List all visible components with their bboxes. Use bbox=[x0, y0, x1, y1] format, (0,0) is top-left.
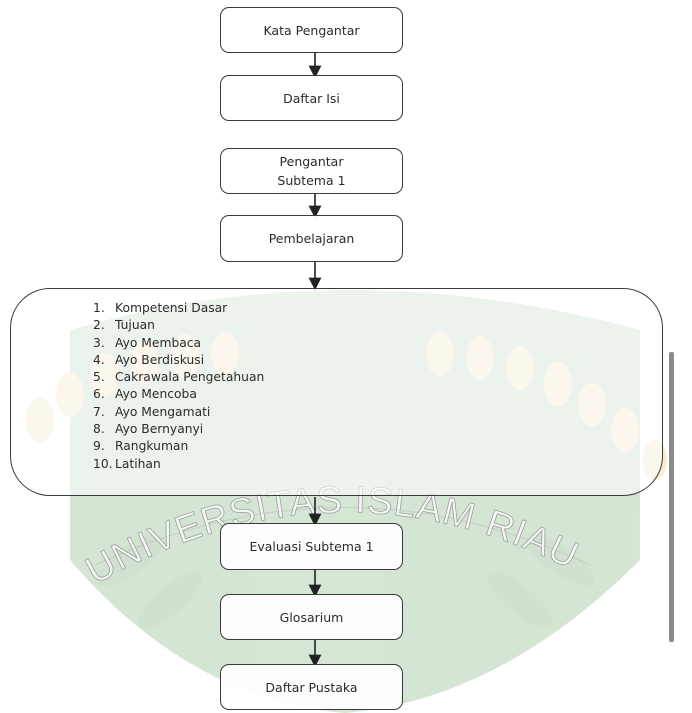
glosarium-box: Glosarium bbox=[220, 594, 403, 640]
pengantar-label-line1: Pengantar bbox=[279, 154, 344, 169]
list-item-number: 10. bbox=[93, 456, 113, 471]
evaluasi-subtema-box: Evaluasi Subtema 1 bbox=[220, 523, 403, 570]
list-item-label: Ayo Membaca bbox=[115, 335, 202, 350]
evaluasi-label: Evaluasi Subtema 1 bbox=[249, 539, 374, 554]
pengantar-subtema-box: Pengantar Subtema 1 bbox=[220, 148, 403, 194]
list-item: 10.Latihan bbox=[93, 456, 264, 473]
pembelajaran-box: Pembelajaran bbox=[220, 215, 403, 262]
glosarium-label: Glosarium bbox=[279, 609, 344, 625]
list-item-label: Ayo Bernyanyi bbox=[115, 422, 204, 437]
list-item-number: 7. bbox=[93, 404, 105, 419]
daftar-pustaka-label: Daftar Pustaka bbox=[265, 679, 358, 695]
list-item: 1. Kompetensi Dasar bbox=[93, 300, 264, 317]
kata-pengantar-label: Kata Pengantar bbox=[263, 22, 360, 38]
list-item-label: Tujuan bbox=[115, 318, 155, 333]
list-item-label: Ayo Mengamati bbox=[115, 404, 211, 419]
list-item: 8. Ayo Bernyanyi bbox=[93, 421, 264, 438]
list-item-number: 9. bbox=[93, 439, 105, 454]
list-item-number: 6. bbox=[93, 387, 105, 402]
list-item: 6. Ayo Mencoba bbox=[93, 386, 264, 403]
list-item-number: 8. bbox=[93, 422, 105, 437]
list-item: 9. Rangkuman bbox=[93, 438, 264, 455]
list-item-number: 1. bbox=[93, 301, 105, 315]
list-item-label: Latihan bbox=[115, 456, 161, 471]
list-item-number: 5. bbox=[93, 370, 105, 385]
list-item-label: Cakrawala Pengetahuan bbox=[115, 370, 265, 385]
list-item-label: Kompetensi Dasar bbox=[115, 301, 228, 315]
scrollbar-track[interactable] bbox=[669, 352, 674, 642]
pembelajaran-label: Pembelajaran bbox=[268, 231, 355, 246]
list-item-number: 2. bbox=[93, 318, 105, 333]
list-item-label: Ayo Mencoba bbox=[115, 387, 197, 402]
list-item-number: 3. bbox=[93, 335, 105, 350]
list-item: 7. Ayo Mengamati bbox=[93, 404, 264, 421]
list-item-label: Ayo Berdiskusi bbox=[115, 352, 205, 367]
list-item: 4. Ayo Berdiskusi bbox=[93, 352, 264, 369]
list-item: 3. Ayo Membaca bbox=[93, 335, 264, 352]
pengantar-label-line2: Subtema 1 bbox=[277, 173, 346, 188]
list-item-label: Rangkuman bbox=[115, 439, 189, 454]
list-item-number: 4. bbox=[93, 352, 105, 367]
daftar-isi-label: Daftar Isi bbox=[283, 90, 340, 106]
daftar-isi-box: Daftar Isi bbox=[220, 75, 403, 121]
learning-activities-list: 1. Kompetensi Dasar 2. Tujuan 3. Ayo Membac… bbox=[93, 300, 264, 473]
list-item: 2. Tujuan bbox=[93, 317, 264, 334]
daftar-pustaka-box: Daftar Pustaka bbox=[220, 664, 403, 710]
learning-activities-box: 1. Kompetensi Dasar 2. Tujuan 3. Ayo Membac… bbox=[10, 288, 663, 496]
kata-pengantar-box: Kata Pengantar bbox=[220, 7, 403, 53]
list-item: 5. Cakrawala Pengetahuan bbox=[93, 369, 264, 386]
